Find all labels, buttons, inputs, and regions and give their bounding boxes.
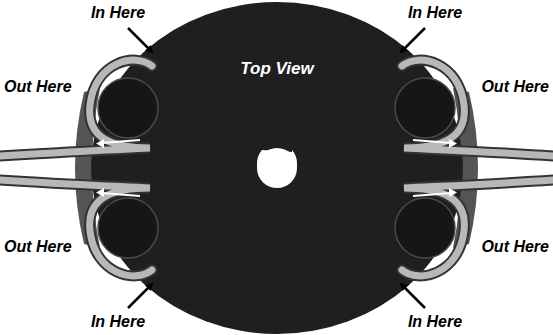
callout-label: Out Here: [4, 78, 72, 96]
callout-label: Out Here: [481, 238, 549, 256]
callout-label: In Here: [91, 313, 145, 331]
callout-label: In Here: [408, 313, 462, 331]
callout-label: In Here: [91, 4, 145, 22]
callout-label: Out Here: [4, 238, 72, 256]
disc-body: Top View: [236, 60, 318, 78]
callout-label: In Here: [408, 4, 462, 22]
callout-label: Out Here: [481, 78, 549, 96]
view-title: Top View: [236, 60, 318, 78]
